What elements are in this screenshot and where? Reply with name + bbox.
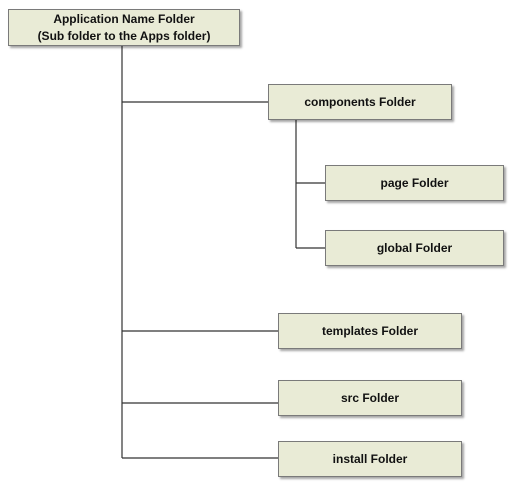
components-folder-label: components Folder (304, 94, 416, 109)
root-folder-title: Application Name Folder (53, 12, 195, 27)
global-folder-label: global Folder (376, 240, 453, 255)
components-folder-node: components Folder (268, 84, 452, 120)
templates-folder-label: templates Folder (321, 323, 419, 338)
root-folder-node: Application Name Folder (Sub folder to t… (8, 9, 240, 46)
src-folder-label: src Folder (340, 390, 400, 405)
install-folder-label: install Folder (332, 451, 408, 466)
root-folder-subtitle: (Sub folder to the Apps folder) (37, 28, 211, 43)
templates-folder-node: templates Folder (278, 313, 462, 349)
install-folder-node: install Folder (278, 441, 462, 477)
global-folder-node: global Folder (325, 230, 504, 266)
src-folder-node: src Folder (278, 380, 462, 416)
page-folder-node: page Folder (325, 165, 504, 201)
page-folder-label: page Folder (380, 175, 449, 190)
